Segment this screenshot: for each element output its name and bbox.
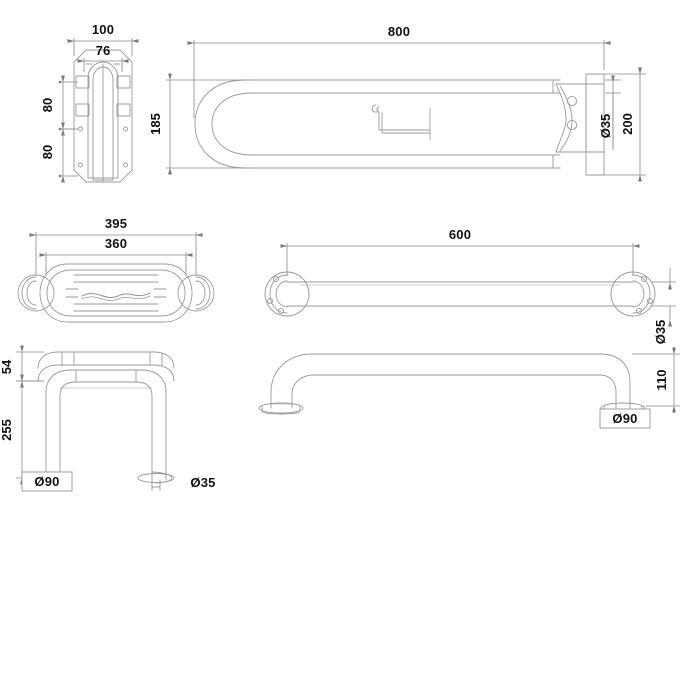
view-folding-rail-side bbox=[73, 49, 133, 183]
view-curved-bar bbox=[258, 353, 646, 415]
dim-label-800: 800 bbox=[388, 24, 410, 39]
dimension-200 bbox=[604, 67, 646, 182]
dimension-dia35-straight bbox=[652, 268, 676, 327]
dim-label-dia35-straight: Ø35 bbox=[653, 320, 668, 345]
dim-label-54: 54 bbox=[0, 359, 14, 374]
dim-label-100: 100 bbox=[92, 22, 114, 37]
dim-label-dia35-stand: Ø35 bbox=[190, 475, 215, 490]
dimension-600 bbox=[280, 243, 640, 276]
dimension-dia90-curved bbox=[599, 408, 651, 429]
dimension-dia90-stand bbox=[21, 471, 73, 492]
dimension-800 bbox=[187, 40, 611, 118]
dim-label-185: 185 bbox=[148, 113, 163, 135]
dim-label-dia90-curved: Ø90 bbox=[612, 411, 637, 426]
view-soap-shelf bbox=[17, 263, 215, 323]
dim-label-80-upper: 80 bbox=[40, 98, 55, 112]
dim-label-dia35-top: Ø35 bbox=[598, 114, 613, 139]
dimension-395 bbox=[29, 232, 203, 275]
dim-label-255: 255 bbox=[0, 419, 14, 441]
dim-label-360: 360 bbox=[105, 236, 127, 251]
dimension-76 bbox=[77, 58, 129, 72]
dimension-185 bbox=[166, 73, 250, 175]
dim-label-110: 110 bbox=[654, 370, 669, 391]
dimension-dia35-top bbox=[605, 75, 621, 150]
dim-label-395: 395 bbox=[105, 216, 127, 231]
dim-label-200: 200 bbox=[620, 113, 635, 135]
dim-label-76: 76 bbox=[96, 43, 111, 58]
dimension-100 bbox=[67, 38, 139, 56]
view-folding-rail-plan bbox=[194, 73, 605, 176]
dim-label-80-lower: 80 bbox=[40, 145, 55, 159]
dim-label-600: 600 bbox=[449, 227, 471, 242]
dimension-360 bbox=[39, 252, 193, 275]
dimension-80-lower bbox=[58, 122, 78, 183]
dim-label-dia90-stand: Ø90 bbox=[34, 474, 59, 489]
dimension-110 bbox=[632, 347, 680, 413]
